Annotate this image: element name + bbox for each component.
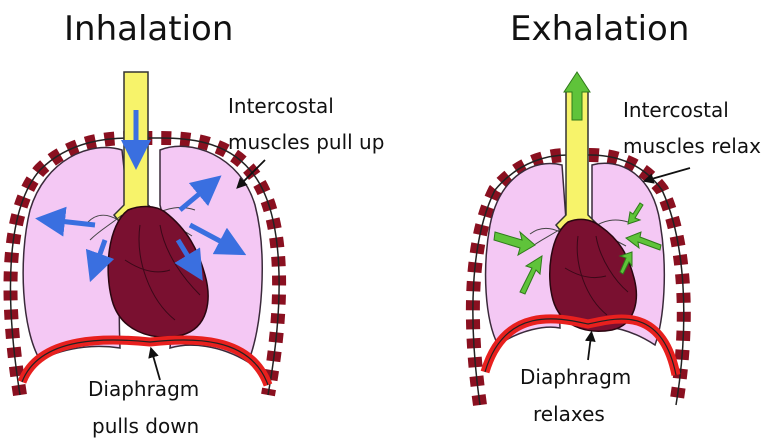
- inhalation-panel: Inhalation Intercostal mus: [10, 9, 384, 438]
- inhalation-title: Inhalation: [64, 9, 233, 49]
- exhalation-title: Exhalation: [510, 9, 689, 49]
- exhalation-intercostal-label-2: muscles relax: [623, 134, 761, 158]
- inhalation-intercostal-label-2: muscles pull up: [228, 130, 384, 154]
- exhalation-intercostal-label-1: Intercostal: [623, 98, 729, 122]
- inhalation-diaphragm-label-2: pulls down: [92, 414, 199, 438]
- inhalation-diaphragm-label-1: Diaphragm: [88, 377, 199, 401]
- exhalation-diaphragm-label-1: Diaphragm: [520, 365, 631, 389]
- exhalation-panel: Exhalation Inter: [473, 9, 761, 426]
- inhalation-intercostal-label-1: Intercostal: [228, 94, 334, 118]
- exhalation-diaphragm-label-2: relaxes: [533, 402, 605, 426]
